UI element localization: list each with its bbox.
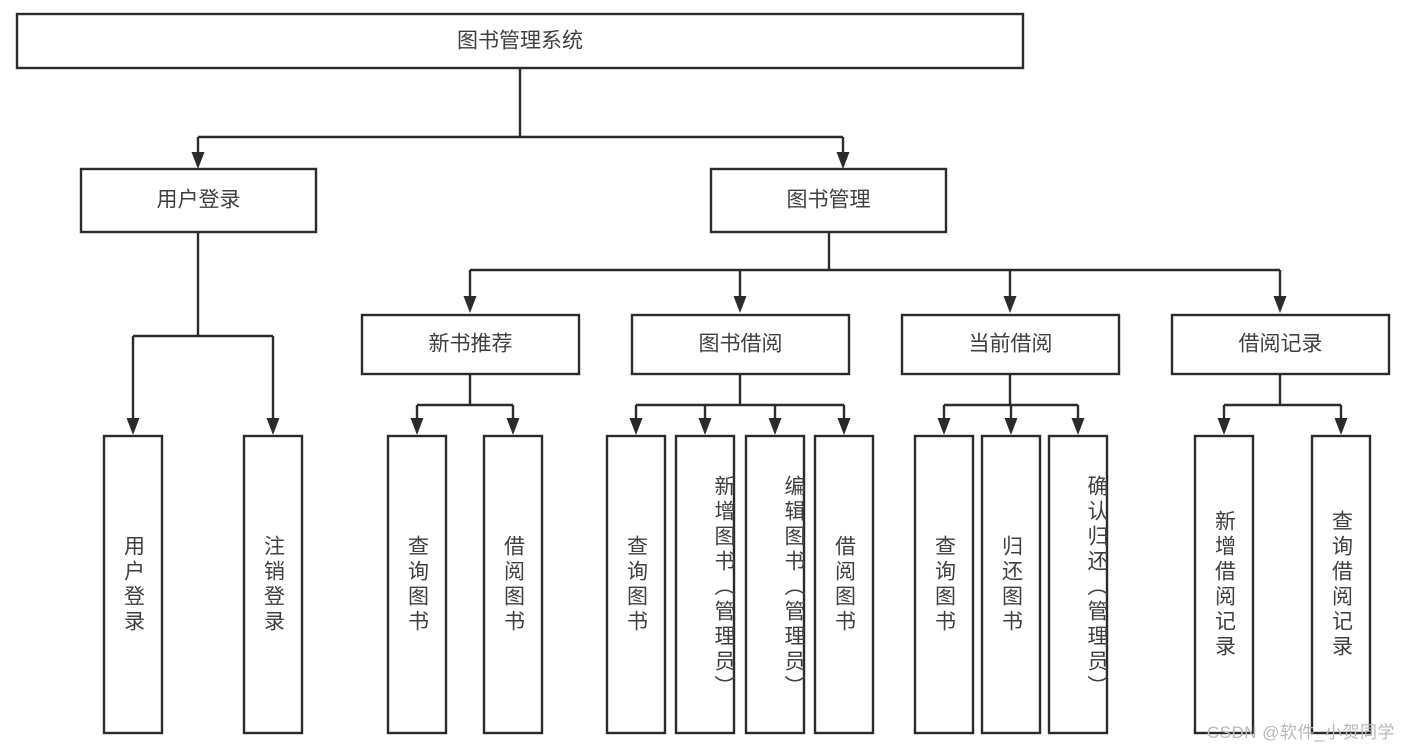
node-leaf-return-book[interactable]: [980, 434, 1042, 735]
connector-bookborrow-to-leaves: [629, 374, 851, 435]
connector-borrowrecord-to-leaves: [1217, 374, 1348, 435]
node-leaf-logout[interactable]: [242, 434, 304, 735]
node-current-borrow-label: 当前借阅: [969, 333, 1053, 356]
node-leaf-query-record[interactable]: [1310, 434, 1372, 735]
node-borrow-record-label: 借阅记录: [1239, 333, 1323, 356]
node-leaf-query-book-2[interactable]: [605, 434, 667, 735]
node-book-borrow[interactable]: 图书借阅: [630, 313, 851, 376]
connector-root-to-level2: [191, 68, 850, 169]
connector-newbook-to-leaves: [410, 374, 520, 435]
node-leaf-borrow-book-2[interactable]: [813, 434, 875, 735]
node-leaf-query-book-3[interactable]: [913, 434, 975, 735]
node-leaf-add-book[interactable]: [674, 434, 736, 735]
connector-login-to-leaves: [126, 232, 280, 435]
node-new-book-rec[interactable]: 新书推荐: [360, 313, 581, 376]
node-leaf-query-book-1[interactable]: [386, 434, 448, 735]
node-leaf-edit-book[interactable]: [744, 434, 806, 735]
node-root-label: 图书管理系统: [457, 30, 583, 53]
node-borrow-record[interactable]: 借阅记录: [1170, 313, 1391, 376]
node-book-mgmt-label: 图书管理: [787, 189, 871, 212]
node-book-mgmt[interactable]: 图书管理: [709, 167, 948, 234]
node-leaf-borrow-book-1[interactable]: [482, 434, 544, 735]
watermark-label: CSDN @软件_小贺同学: [1206, 723, 1395, 742]
node-leaf-confirm-return[interactable]: [1047, 434, 1109, 735]
node-root[interactable]: 图书管理系统: [15, 12, 1025, 70]
node-current-borrow[interactable]: 当前借阅: [900, 313, 1121, 376]
node-leaf-add-record[interactable]: [1193, 434, 1255, 735]
connector-bookmgmt-to-level3: [463, 232, 1287, 313]
node-login[interactable]: 用户登录: [79, 167, 318, 234]
node-leaf-user-login[interactable]: [102, 434, 164, 735]
node-new-book-rec-label: 新书推荐: [429, 333, 513, 356]
node-book-borrow-label: 图书借阅: [699, 333, 783, 356]
connector-currentborrow-to-leaves: [937, 374, 1085, 435]
node-login-label: 用户登录: [157, 189, 241, 212]
